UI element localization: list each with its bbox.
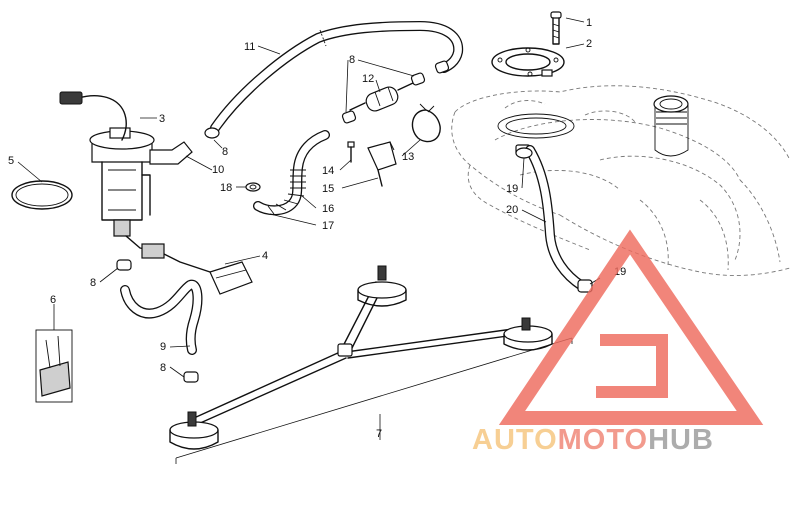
connector-part-4 [209, 261, 253, 295]
callout-10: 10 [212, 164, 224, 176]
callout-9: 9 [160, 341, 166, 353]
watermark-text: AUTOMOTOHUB [472, 424, 714, 456]
corrugated-sleeve-part-17 [267, 169, 306, 215]
support-frame-part-7 [169, 265, 553, 450]
hose-clamp-part-8-bottom [183, 371, 199, 383]
hose-clamp-part-8-lower [116, 259, 132, 271]
callout-7-bracket [175, 337, 573, 459]
callout-4: 4 [262, 250, 268, 262]
hose-clamp-part-8-pump [204, 127, 220, 139]
callout-6: 6 [50, 294, 56, 306]
callout-3: 3 [159, 113, 165, 125]
leader-lines [17, 17, 601, 440]
hose-clamp-part-8-hose-end [434, 60, 450, 74]
filler-neck [653, 95, 689, 157]
hose-clamp-part-8-filter-out [410, 72, 426, 86]
level-sender [141, 243, 165, 259]
callout-19-top: 19 [506, 183, 518, 195]
bracket-part-15 [367, 141, 397, 187]
callout-8-pump: 8 [222, 146, 228, 158]
frame-foot-right [503, 317, 553, 351]
hose-clamp-part-19 [577, 279, 593, 293]
elbow-fitting-part-10 [149, 141, 193, 165]
callout-8-filter: 8 [349, 54, 355, 66]
callout-20: 20 [506, 204, 518, 216]
callout-5: 5 [8, 155, 14, 167]
callout-13: 13 [402, 151, 414, 163]
gasket-part-2 [491, 47, 565, 77]
frame-foot-left [169, 411, 219, 450]
screw-part-1 [550, 11, 562, 45]
spring-clip-part-13 [411, 103, 441, 143]
bolt-part-14 [347, 141, 355, 163]
watermark-logo: AUTOMOTOHUB [472, 229, 764, 456]
callout-14: 14 [322, 165, 334, 177]
fuel-pump-part-3 [89, 127, 155, 237]
callout-7: 7 [376, 428, 382, 440]
fuel-tank-outline [451, 85, 791, 276]
o-ring-part-5 [11, 180, 73, 210]
callout-11: 11 [244, 41, 255, 53]
hose-clamp-part-18 [245, 182, 261, 192]
callout-16: 16 [322, 203, 334, 215]
hose-clamp-part-8-filter-in [341, 110, 357, 124]
callout-17: 17 [322, 220, 334, 232]
callout-8-lower: 8 [90, 277, 96, 289]
callout-18: 18 [220, 182, 232, 194]
tank-pump-opening [497, 113, 575, 139]
float-arm [125, 235, 211, 273]
hose-clamp-part-19-top [515, 147, 533, 159]
callout-12: 12 [362, 73, 374, 85]
frame-foot-top [357, 265, 407, 307]
callout-15: 15 [322, 183, 334, 195]
callout-1: 1 [586, 17, 592, 29]
sensor-part-6 [35, 329, 73, 403]
callout-8-bottom: 8 [160, 362, 166, 374]
callout-2: 2 [586, 38, 592, 50]
pump-wire-harness [77, 94, 127, 141]
fuel-filter-part-12 [349, 82, 414, 112]
pump-connector [59, 91, 83, 105]
